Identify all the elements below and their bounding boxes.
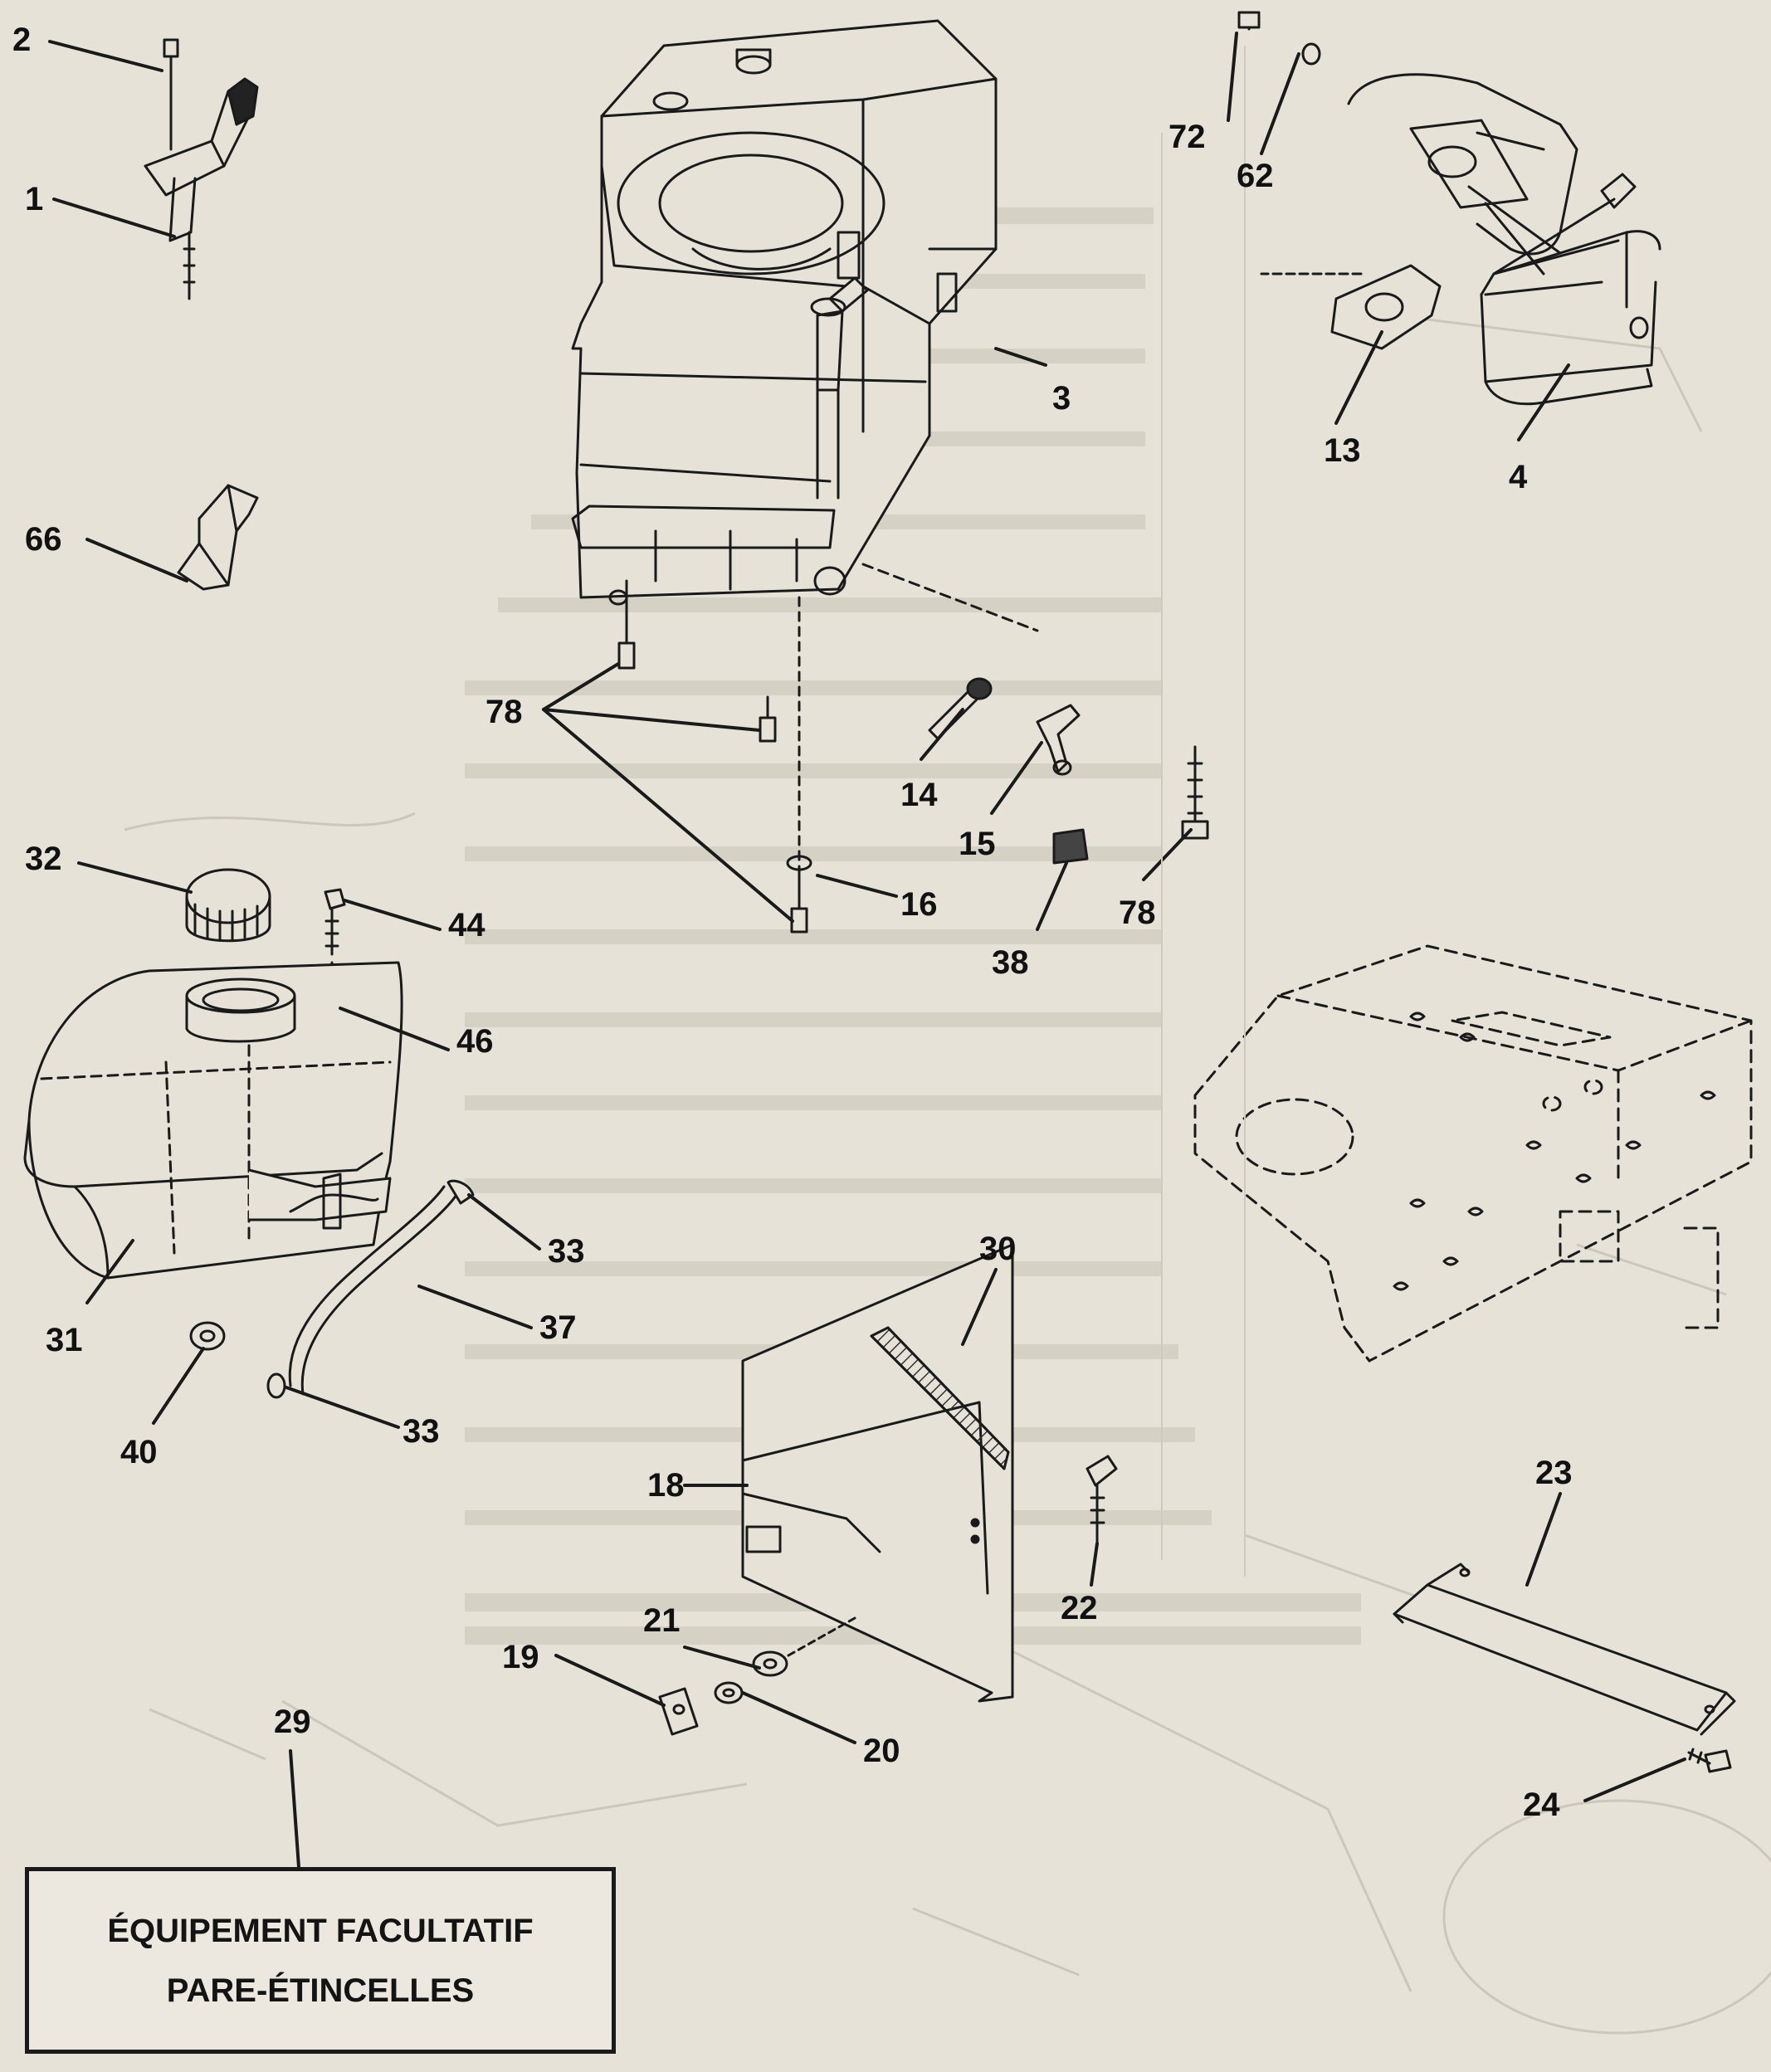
dashed-deck-frame bbox=[1193, 944, 1753, 1363]
ink bbox=[23, 11, 1753, 1869]
callout-66: 66 bbox=[25, 521, 62, 558]
washer-40 bbox=[189, 1321, 226, 1351]
optional-equipment-box: ÉQUIPEMENT FACULTATIF PARE-ÉTINCELLES bbox=[25, 1867, 616, 2054]
callout-37: 37 bbox=[539, 1309, 577, 1346]
screen-30 bbox=[870, 1326, 1010, 1470]
clip-66 bbox=[177, 484, 259, 591]
callout-78-engine-bolts: 78 bbox=[485, 694, 523, 730]
nut-19-washers bbox=[658, 1616, 856, 1736]
optional-equipment-title: ÉQUIPEMENT FACULTATIF bbox=[107, 1912, 534, 1949]
engine bbox=[571, 19, 1039, 632]
callout-22: 22 bbox=[1061, 1590, 1098, 1626]
callout-33-top: 33 bbox=[548, 1233, 585, 1270]
screw-24 bbox=[1687, 1748, 1732, 1773]
callout-18: 18 bbox=[647, 1467, 685, 1504]
callout-33-bottom: 33 bbox=[402, 1413, 440, 1450]
callout-3: 3 bbox=[1052, 380, 1071, 417]
callout-14: 14 bbox=[900, 777, 938, 813]
callout-29: 29 bbox=[274, 1704, 311, 1740]
screw-22 bbox=[1086, 1455, 1118, 1545]
gas-cap-32 bbox=[185, 868, 271, 943]
muffler bbox=[1237, 11, 1661, 406]
callout-62: 62 bbox=[1237, 158, 1274, 194]
plate-23 bbox=[1393, 1563, 1736, 1736]
callout-2: 2 bbox=[12, 22, 32, 58]
callout-20: 20 bbox=[863, 1733, 900, 1769]
callout-40: 40 bbox=[120, 1434, 158, 1470]
callout-38: 38 bbox=[992, 944, 1029, 981]
callout-1: 1 bbox=[25, 181, 44, 217]
callout-31: 31 bbox=[46, 1322, 83, 1358]
callout-16: 16 bbox=[900, 886, 938, 923]
callout-44: 44 bbox=[448, 907, 485, 943]
label-ghost-table-edges bbox=[1161, 46, 1246, 1577]
fuel-hose-37 bbox=[266, 1179, 475, 1399]
callout-72: 72 bbox=[1168, 119, 1206, 155]
fuel-tank-31 bbox=[23, 961, 403, 1280]
callout-24: 24 bbox=[1523, 1787, 1560, 1823]
callout-32: 32 bbox=[25, 841, 62, 877]
callout-13: 13 bbox=[1324, 432, 1361, 469]
callout-78-right: 78 bbox=[1119, 895, 1156, 931]
leader-lines bbox=[48, 32, 1686, 1869]
callout-46: 46 bbox=[456, 1023, 494, 1060]
callout-23: 23 bbox=[1535, 1455, 1573, 1491]
callout-4: 4 bbox=[1509, 459, 1528, 495]
gasket-13 bbox=[1260, 264, 1442, 350]
deck-marks bbox=[1393, 1012, 1716, 1291]
engine-bolts bbox=[617, 579, 1209, 934]
callout-21: 21 bbox=[643, 1602, 681, 1639]
callout-19: 19 bbox=[502, 1639, 539, 1675]
callout-30: 30 bbox=[979, 1231, 1017, 1267]
optional-equipment-subtitle: PARE-ÉTINCELLES bbox=[166, 1972, 475, 2009]
callout-15: 15 bbox=[959, 826, 996, 862]
lever-assembly bbox=[144, 38, 259, 300]
